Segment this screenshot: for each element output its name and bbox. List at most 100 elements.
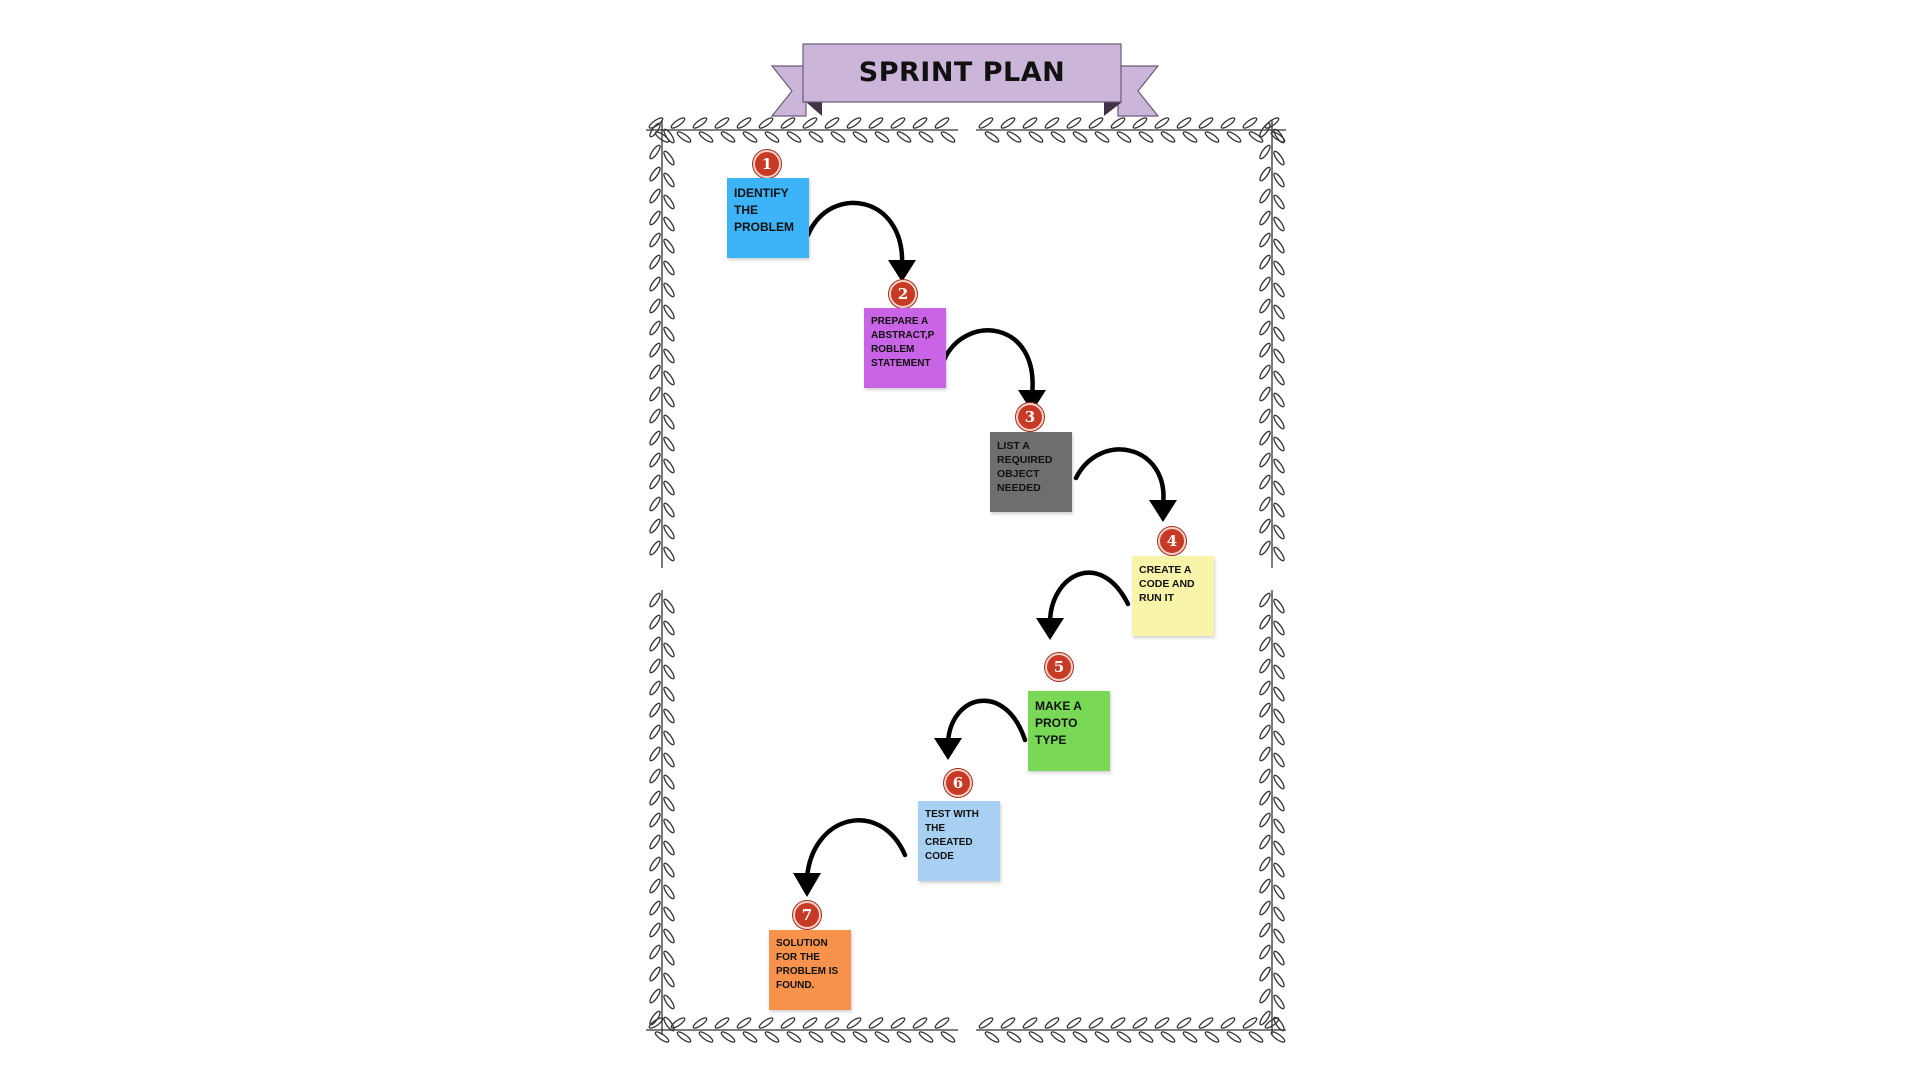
leaf-icon: [1273, 840, 1285, 856]
step-number-badge: 1: [753, 150, 781, 178]
leaf-icon: [764, 1031, 780, 1043]
leaf-icon: [649, 768, 661, 784]
leaf-icon: [663, 260, 675, 276]
leaf-icon: [663, 818, 675, 834]
leaf-icon: [1273, 502, 1285, 518]
leaf-icon: [1273, 862, 1285, 878]
leaf-icon: [1273, 370, 1285, 386]
step-number-badge: 5: [1045, 653, 1073, 681]
leaf-icon: [649, 988, 661, 1004]
leaf-icon: [1160, 1031, 1176, 1043]
leaf-icon: [978, 117, 994, 129]
leaf-icon: [934, 1017, 950, 1029]
leaf-icon: [742, 1031, 758, 1043]
leaf-icon: [1006, 1031, 1022, 1043]
leaf-icon: [1273, 480, 1285, 496]
leaf-icon: [1273, 906, 1285, 922]
leaf-icon: [648, 117, 664, 129]
leaf-icon: [663, 546, 675, 562]
leaf-icon: [663, 458, 675, 474]
step-number-badge: 7: [793, 901, 821, 929]
leaf-icon: [934, 117, 950, 129]
step-number-badge: 3: [1016, 403, 1044, 431]
leaf-icon: [868, 117, 884, 129]
leaf-icon: [1273, 686, 1285, 702]
leaf-icon: [649, 812, 661, 828]
leaf-icon: [1259, 298, 1271, 314]
leaf-icon: [1273, 994, 1285, 1010]
leaf-icon: [1226, 1031, 1242, 1043]
leaf-icon: [1259, 540, 1271, 556]
ribbon-left-tail: [770, 65, 807, 117]
leaf-icon: [649, 144, 661, 160]
leaf-icon: [1259, 636, 1271, 652]
leaf-icon: [663, 884, 675, 900]
leaf-icon: [663, 304, 675, 320]
leaf-icon: [663, 348, 675, 364]
leaf-icon: [984, 1031, 1000, 1043]
leaf-icon: [1273, 458, 1285, 474]
leaf-icon: [978, 1017, 994, 1029]
leaf-icon: [846, 1017, 862, 1029]
leaf-icon: [1259, 276, 1271, 292]
leaf-icon: [663, 972, 675, 988]
leaf-icon: [874, 1031, 890, 1043]
arrowhead-icon: [1149, 500, 1177, 522]
step-number-badge: 6: [944, 769, 972, 797]
leaf-icon: [663, 664, 675, 680]
leaf-icon: [1242, 1017, 1258, 1029]
leaf-icon: [1273, 282, 1285, 298]
leaf-icon: [1273, 194, 1285, 210]
step-note: SOLUTION FOR THE PROBLEM IS FOUND.: [769, 930, 851, 1010]
arrowhead-icon: [793, 873, 821, 897]
leaf-icon: [1226, 131, 1242, 143]
leaf-icon: [1259, 210, 1271, 226]
leaf-icon: [663, 774, 675, 790]
leaf-icon: [780, 1017, 796, 1029]
leaf-icon: [663, 436, 675, 452]
leaf-icon: [714, 117, 730, 129]
leaf-icon: [852, 131, 868, 143]
leaf-icon: [649, 592, 661, 608]
leaf-icon: [1273, 796, 1285, 812]
leaf-icon: [649, 122, 661, 138]
leaf-icon: [654, 131, 670, 143]
leaf-icon: [1259, 592, 1271, 608]
leaf-icon: [852, 1031, 868, 1043]
leaf-icon: [1154, 117, 1170, 129]
leaf-icon: [1273, 950, 1285, 966]
step-note: IDENTIFY THE PROBLEM: [727, 178, 809, 258]
leaf-icon: [1273, 546, 1285, 562]
leaf-icon: [1022, 1017, 1038, 1029]
leaf-icon: [649, 856, 661, 872]
leaf-icon: [1022, 117, 1038, 129]
leaf-icon: [1110, 1017, 1126, 1029]
leaf-icon: [649, 210, 661, 226]
leaf-icon: [1259, 474, 1271, 490]
leaf-icon: [676, 131, 692, 143]
leaf-icon: [670, 117, 686, 129]
leaf-icon: [1072, 1031, 1088, 1043]
ribbon-right-tail: [1117, 65, 1160, 117]
leaf-icon: [758, 117, 774, 129]
leaf-icon: [649, 276, 661, 292]
leaf-icon: [1259, 496, 1271, 512]
leaf-icon: [1154, 1017, 1170, 1029]
leaf-icon: [824, 1017, 840, 1029]
leaf-icon: [1110, 117, 1126, 129]
leaf-icon: [649, 944, 661, 960]
leaf-icon: [663, 194, 675, 210]
leaf-icon: [649, 518, 661, 534]
leaf-icon: [1066, 1017, 1082, 1029]
leaf-icon: [649, 364, 661, 380]
leaf-icon: [663, 840, 675, 856]
leaf-icon: [918, 1031, 934, 1043]
leaf-icon: [890, 1017, 906, 1029]
leaf-icon: [1273, 392, 1285, 408]
leaf-icon: [830, 1031, 846, 1043]
leaf-icon: [649, 636, 661, 652]
arrowheads-layer: [793, 260, 1177, 897]
leaf-icon: [663, 906, 675, 922]
leaf-icon: [663, 216, 675, 232]
step-note: LIST A REQUIRED OBJECT NEEDED: [990, 432, 1072, 512]
